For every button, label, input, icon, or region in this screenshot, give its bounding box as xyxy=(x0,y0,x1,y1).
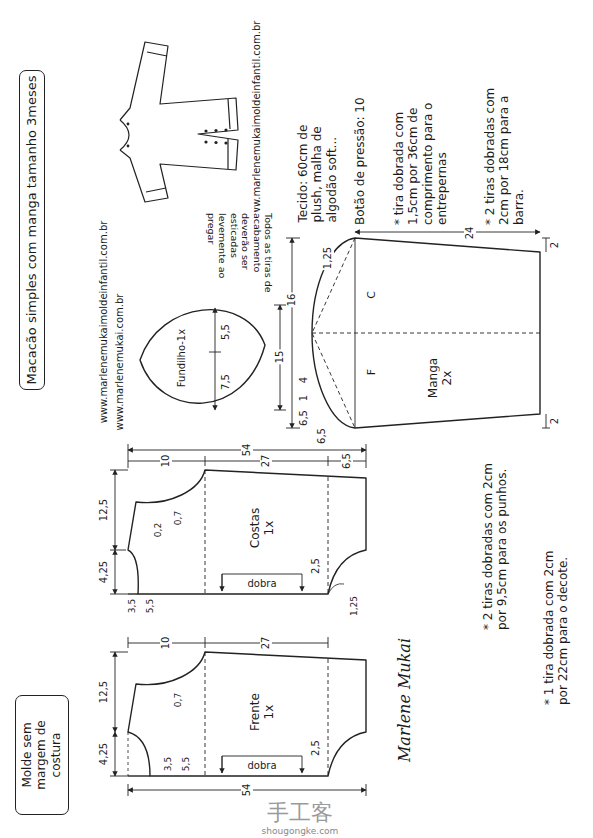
node-text-group: Costas1x xyxy=(248,508,277,548)
dimension-label: 1,25 xyxy=(322,246,334,270)
node-title: Manga xyxy=(426,358,440,398)
watermark: 手工客 xyxy=(266,800,334,826)
dimension-label: 16 xyxy=(286,293,298,308)
fabric-note: Tecido: 60cm de plush, malha de algodão … xyxy=(296,87,339,224)
dimension-label: 6,5 xyxy=(316,427,328,445)
strip-note: * tira dobrada com 1,5cm por 36cm de com… xyxy=(392,84,450,226)
dimension-label: 1,25 xyxy=(349,595,360,617)
strip-note: * 2 tiras dobradas com 2cm por 9,5cm par… xyxy=(481,459,510,631)
dimension-label: 0,2 xyxy=(153,522,164,538)
dimension-label: 5,5 xyxy=(145,598,156,614)
dimension-label: 4 xyxy=(298,376,310,384)
website-url: www.marlenemukai.com.br xyxy=(114,293,126,432)
node-text-group: Macacão simples com manga tamanho 3meses xyxy=(24,75,40,384)
dimension-label: 15 xyxy=(274,350,286,365)
node-text-group: Molde sem margem de costura xyxy=(20,700,63,810)
dimension-label: 3,5 xyxy=(163,756,174,772)
dimension-label: 3,5 xyxy=(127,598,138,614)
dimension-label: 10 xyxy=(160,454,172,469)
dimension-label: 6,5 xyxy=(341,452,353,470)
node-count: 1x xyxy=(262,693,276,731)
dimension-label: 0,7 xyxy=(173,692,184,708)
signature: Marlene Mukai xyxy=(395,637,414,763)
fabric-note: Botão de pressão: 10 xyxy=(353,84,367,226)
pattern-title-box: Macacão simples com manga tamanho 3meses xyxy=(19,70,45,389)
dimension-label: 5,5 xyxy=(220,323,232,341)
node-text-group: Manga2x xyxy=(426,358,455,398)
dimension-label: 2 xyxy=(549,417,561,425)
note-box: Molde sem margem de costura xyxy=(15,695,68,815)
sleeve-label: Manga2x xyxy=(425,357,456,399)
fundilho-label: Fundilho-1x xyxy=(175,328,189,388)
front-label: Frente1x xyxy=(247,692,278,732)
website-url: www.marlenemukaimoldeinfantil.com.br xyxy=(98,220,110,425)
dimension-label: 2 xyxy=(549,241,561,249)
finishing-note: Todos as tiras de acabamento deverão ser… xyxy=(206,212,274,304)
dimension-label: 2,5 xyxy=(310,557,322,575)
dimension-label: 2,5 xyxy=(310,739,322,757)
node-title: Fundilho-1x xyxy=(176,329,188,387)
dimension-label: 54 xyxy=(241,443,253,458)
node-title: Macacão simples com manga tamanho 3meses xyxy=(24,75,40,384)
node-count: 2x xyxy=(440,358,454,398)
dimension-label: 54 xyxy=(241,783,253,798)
node-count: 1x xyxy=(262,508,276,548)
fold-label: dobra xyxy=(246,760,277,772)
sleeve-piece xyxy=(286,232,550,428)
dimension-label: 6,5 xyxy=(298,409,310,427)
watermark: shougongke.com xyxy=(261,826,340,837)
dimension-label: 4,25 xyxy=(98,560,110,584)
cap-mark: C xyxy=(365,290,378,300)
dimension-label: 0,7 xyxy=(173,510,184,526)
dimension-label: 1 xyxy=(298,394,310,402)
node-text-group: Fundilho-1x xyxy=(176,329,188,387)
dimension-label: 5,5 xyxy=(181,756,192,772)
back-piece xyxy=(110,444,366,594)
cap-mark: F xyxy=(365,368,378,376)
dimension-label: 4,25 xyxy=(98,742,110,766)
node-title: Frente xyxy=(248,693,262,731)
dimension-label: 12,5 xyxy=(98,498,110,522)
dimension-label: 12,5 xyxy=(98,680,110,704)
node-title: Molde sem margem de costura xyxy=(20,700,63,810)
dimension-label: 10 xyxy=(160,636,172,651)
dimension-label: 27 xyxy=(260,454,272,469)
fold-label: dobra xyxy=(246,578,277,590)
node-title: Costas xyxy=(248,508,262,548)
fundilho-piece xyxy=(140,305,286,410)
strip-note: * 1 tira dobrada com 2cm por 22cm para o… xyxy=(542,534,571,706)
dimension-label: 7,5 xyxy=(220,373,232,391)
dimension-label: 27 xyxy=(260,636,272,651)
website-url: www.marlenemukaimoldeinfantil.com.br xyxy=(251,20,263,225)
strip-note: * 2 tiras dobradas com 2cm por 18cm para… xyxy=(483,84,526,226)
back-label: Costas1x xyxy=(247,507,278,549)
dimension-label: 24 xyxy=(464,226,476,241)
node-text-group: Frente1x xyxy=(248,693,277,731)
jumpsuit-sketch xyxy=(120,42,238,202)
front-piece xyxy=(110,637,366,796)
